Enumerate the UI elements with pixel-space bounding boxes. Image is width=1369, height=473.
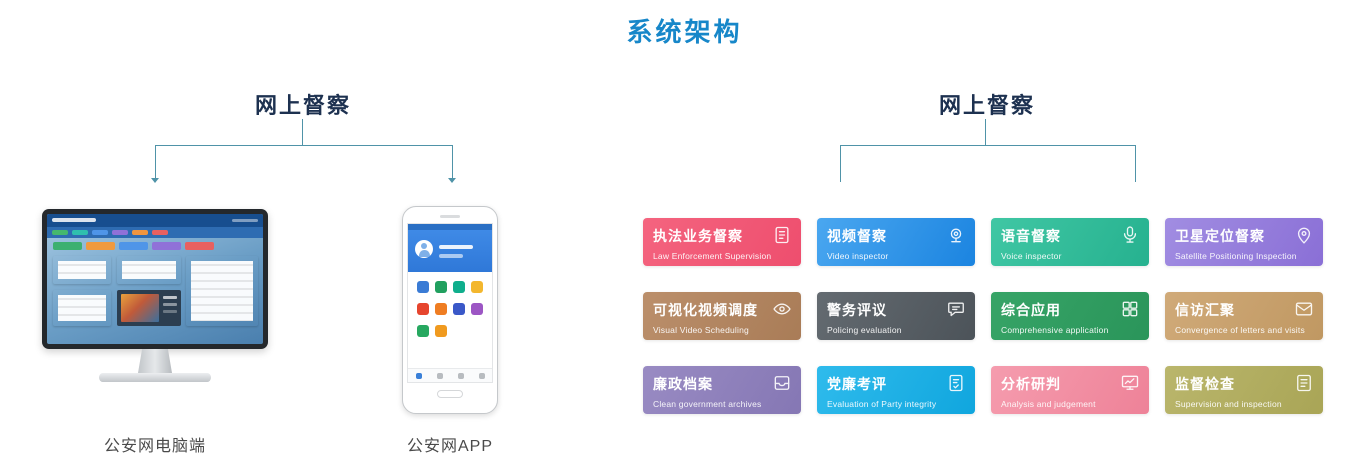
- card-subtitle: Policing evaluation: [827, 325, 902, 335]
- archive-icon: [772, 373, 792, 393]
- card-title: 执法业务督察: [653, 228, 743, 244]
- eye-icon: [772, 299, 792, 319]
- card-clean-government-archives: 廉政档案 Clean government archives: [643, 366, 801, 414]
- card-comprehensive-application: 综合应用 Comprehensive application: [991, 292, 1149, 340]
- phone-illustration: [402, 206, 498, 414]
- file-check-icon: [946, 373, 966, 393]
- card-subtitle: Comprehensive application: [1001, 325, 1109, 335]
- card-voice-inspector: 语音督察 Voice inspector: [991, 218, 1149, 266]
- card-law-enforcement-supervision: 执法业务督察 Law Enforcement Supervision: [643, 218, 801, 266]
- monitor-frame: [42, 209, 268, 349]
- app-status-bar: [408, 224, 492, 230]
- card-title: 监督检查: [1175, 376, 1235, 392]
- avatar: [415, 240, 433, 258]
- monitor-stand: [138, 349, 172, 373]
- right-connector-drop-right: [1135, 145, 1136, 182]
- left-connector-drop-pc: [155, 145, 156, 178]
- right-section-heading: 网上督察: [938, 93, 1035, 118]
- phone-speaker: [440, 215, 460, 218]
- monitor-chart-icon: [1120, 373, 1140, 393]
- monitor-screen-dashboard: [47, 214, 263, 344]
- card-subtitle: Clean government archives: [653, 399, 762, 409]
- left-connector-bar: [155, 145, 453, 146]
- card-party-integrity-evaluation: 党廉考评 Evaluation of Party integrity: [817, 366, 975, 414]
- card-title: 分析研判: [1001, 376, 1061, 392]
- card-subtitle: Law Enforcement Supervision: [653, 251, 772, 261]
- down-arrow-icon: [448, 178, 456, 183]
- monitor-base: [99, 373, 211, 382]
- card-subtitle: Visual Video Scheduling: [653, 325, 749, 335]
- page-title: 系统架构: [626, 17, 743, 47]
- card-title: 卫星定位督察: [1175, 228, 1265, 244]
- card-title: 综合应用: [1001, 302, 1061, 318]
- card-subtitle: Analysis and judgement: [1001, 399, 1096, 409]
- card-title: 警务评议: [827, 302, 887, 318]
- pc-device-label: 公安网电脑端: [103, 438, 206, 455]
- card-title: 党廉考评: [827, 376, 887, 392]
- card-visual-video-scheduling: 可视化视频调度 Visual Video Scheduling: [643, 292, 801, 340]
- video-camera-icon: [946, 225, 966, 245]
- dashboard-media-card: [117, 290, 181, 326]
- right-connector-stem: [985, 119, 986, 145]
- card-supervision-inspection: 监督检查 Supervision and inspection: [1165, 366, 1323, 414]
- right-connector-drop-left: [840, 145, 841, 182]
- card-video-inspector: 视频督察 Video inspector: [817, 218, 975, 266]
- left-section-heading: 网上督察: [254, 93, 351, 118]
- card-subtitle: Supervision and inspection: [1175, 399, 1282, 409]
- module-cards-grid: 执法业务督察 Law Enforcement Supervision 视频督察 …: [643, 218, 1323, 414]
- pc-monitor-illustration: [42, 209, 268, 382]
- card-letters-and-visits: 信访汇聚 Convergence of letters and visits: [1165, 292, 1323, 340]
- location-pin-icon: [1294, 225, 1314, 245]
- card-policing-evaluation: 警务评议 Policing evaluation: [817, 292, 975, 340]
- card-analysis-judgement: 分析研判 Analysis and judgement: [991, 366, 1149, 414]
- card-subtitle: Voice inspector: [1001, 251, 1062, 261]
- phone-screen-app: [407, 223, 493, 383]
- app-header: [408, 230, 492, 272]
- card-subtitle: Satellite Positioning Inspection: [1175, 251, 1297, 261]
- microphone-icon: [1120, 225, 1140, 245]
- card-title: 廉政档案: [653, 376, 713, 392]
- chat-bubble-icon: [946, 299, 966, 319]
- card-subtitle: Convergence of letters and visits: [1175, 325, 1305, 335]
- app-device-label: 公安网APP: [406, 438, 494, 455]
- card-subtitle: Evaluation of Party integrity: [827, 399, 937, 409]
- app-bottom-nav: [408, 368, 492, 382]
- right-connector-bar: [840, 145, 1136, 146]
- dashboard-header-bar: [47, 214, 263, 227]
- register-icon: [772, 225, 792, 245]
- dashboard-nav-bar: [47, 227, 263, 238]
- card-subtitle: Video inspector: [827, 251, 889, 261]
- down-arrow-icon: [151, 178, 159, 183]
- card-title: 可视化视频调度: [653, 302, 758, 318]
- envelope-icon: [1294, 299, 1314, 319]
- card-title: 语音督察: [1001, 228, 1061, 244]
- card-satellite-positioning: 卫星定位督察 Satellite Positioning Inspection: [1165, 218, 1323, 266]
- phone-home-button: [437, 390, 463, 398]
- card-title: 视频督察: [827, 228, 887, 244]
- left-connector-drop-phone: [452, 145, 453, 178]
- left-connector-stem: [302, 119, 303, 145]
- card-title: 信访汇聚: [1175, 302, 1235, 318]
- checklist-icon: [1294, 373, 1314, 393]
- app-icon-grid: [408, 272, 492, 337]
- grid-icon: [1120, 299, 1140, 319]
